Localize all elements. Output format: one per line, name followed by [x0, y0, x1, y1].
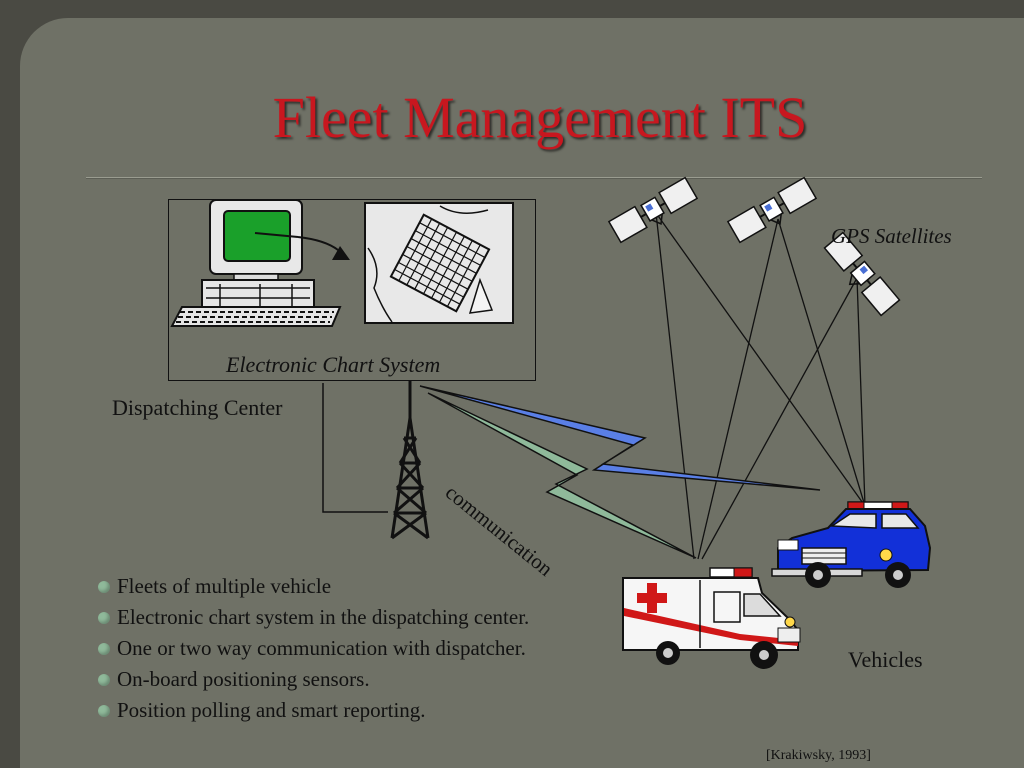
slide-title: Fleet Management ITS: [272, 85, 808, 150]
bullet-dot-icon: [98, 580, 110, 593]
electronic-chart-system-label: Electronic Chart System: [226, 352, 441, 377]
bullet-item: Position polling and smart reporting.: [98, 695, 529, 726]
diagram-illustration: [170, 176, 932, 669]
dispatch-wire: [322, 383, 388, 513]
slide-panel: Fleet Management ITS: [20, 18, 1024, 768]
ambulance-icon: [622, 567, 801, 669]
citation: [Krakiwsky, 1993]: [766, 748, 871, 763]
blue-signal-bolt: [419, 385, 821, 491]
chart-map-icon: [364, 202, 514, 324]
bullet-item: On-board positioning sensors.: [98, 664, 529, 695]
bullet-text: One or two way communication with dispat…: [117, 636, 526, 660]
bullet-item: One or two way communication with dispat…: [98, 633, 529, 664]
satellite-icon: [726, 176, 818, 244]
gps-satellites-label: GPS Satellites: [831, 224, 952, 248]
dispatching-center-label: Dispatching Center: [112, 395, 283, 420]
bullet-dot-icon: [98, 673, 110, 686]
bullet-text: Electronic chart system in the dispatchi…: [117, 605, 530, 629]
title-divider: [86, 177, 982, 179]
bullet-text: On-board positioning sensors.: [117, 667, 370, 691]
bullet-item: Fleets of multiple vehicle: [98, 571, 529, 602]
satellite-icon: [823, 231, 901, 317]
bullet-list: Fleets of multiple vehicle Electronic ch…: [98, 571, 529, 726]
vehicles-label: Vehicles: [848, 647, 923, 672]
computer-icon: [170, 199, 350, 327]
bullet-text: Fleets of multiple vehicle: [117, 574, 332, 598]
radio-tower-icon: [390, 380, 430, 540]
electronic-chart-system-box: [168, 199, 536, 381]
bullet-dot-icon: [98, 611, 110, 624]
bullet-item: Electronic chart system in the dispatchi…: [98, 602, 529, 633]
bullet-text: Position polling and smart reporting.: [117, 698, 426, 722]
bullet-dot-icon: [98, 704, 110, 717]
bullet-dot-icon: [98, 642, 110, 655]
green-signal-bolt: [427, 392, 697, 559]
satellite-signal-lines: [655, 212, 866, 560]
police-car-icon: [771, 501, 932, 588]
satellite-icon: [607, 176, 699, 244]
